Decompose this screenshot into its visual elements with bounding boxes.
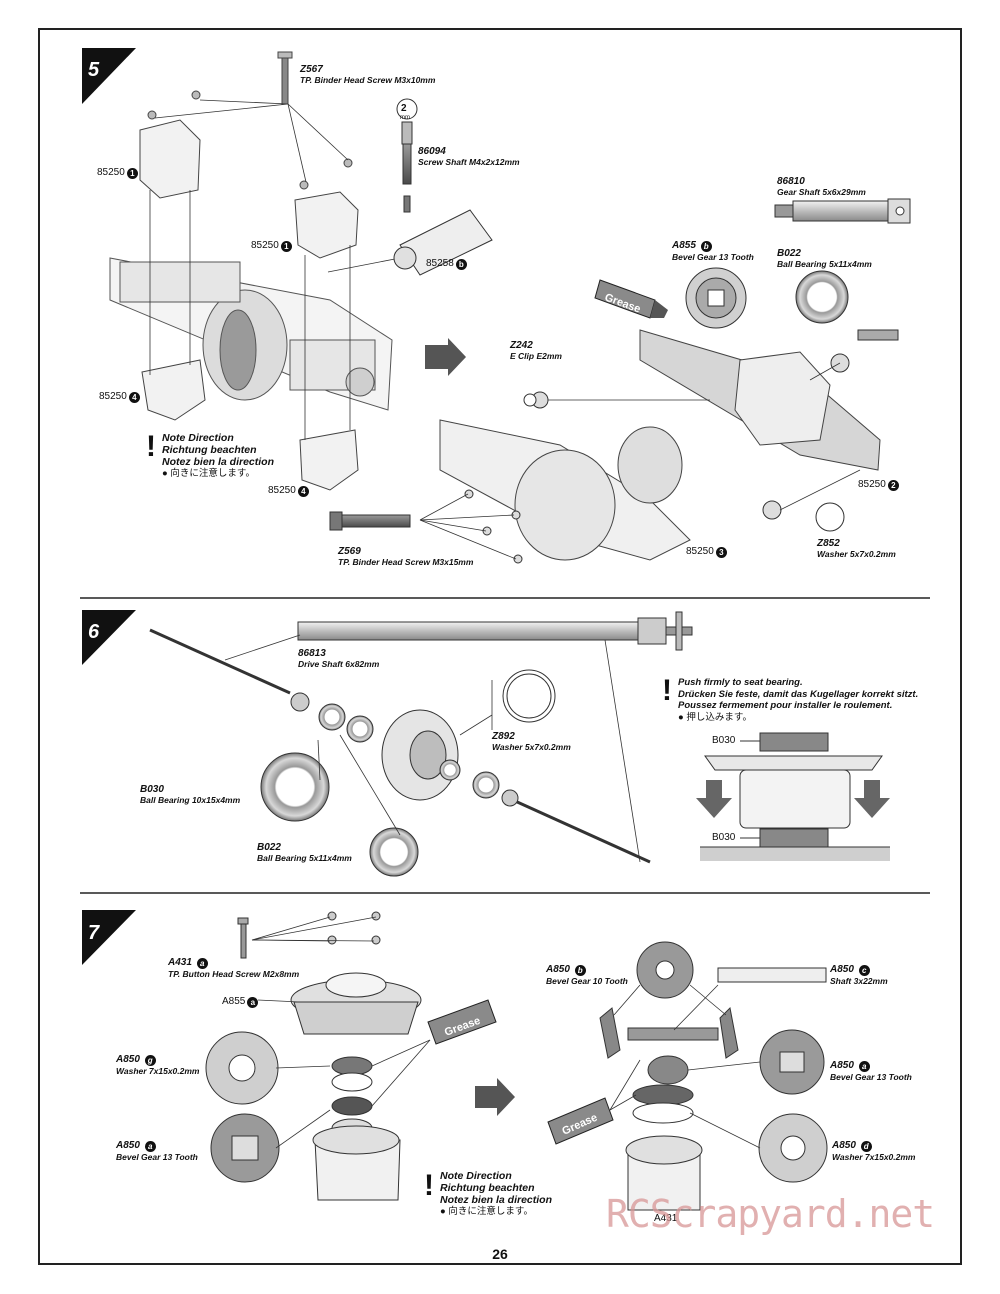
leader-lines-step7-left [251,916,431,1149]
leader-lines-step5-right [419,362,861,560]
step-6-number: 6 [88,621,100,643]
hex-tool-unit: mm [400,115,410,121]
diff-case-right [599,941,828,1211]
bearing-press-diagram [696,732,890,861]
manual-page [38,28,962,1265]
grease-tube-step5: Grease [594,279,668,319]
ref-b030-top: B030 [712,735,736,746]
leader-lines-step7-right [609,984,761,1149]
bevel-gear-a855 [685,267,747,329]
axle-housing-right [439,329,881,561]
note-push-bearing: Push firmly to seat bearing.Drücken Sie … [678,677,919,723]
page-number: 26 [492,1246,508,1262]
grease-tube-step7-left: Grease [427,999,497,1045]
step-6-badge: 6 [82,610,136,665]
grease-tube-step7-right: Grease [547,1097,614,1145]
mount-screws [147,51,353,190]
ref-a431: A431 [654,1213,678,1224]
diff-assembly-step6 [149,628,651,877]
step-7-number: 7 [88,922,100,944]
direction-arrow-step7 [475,1078,515,1116]
step-5-badge: 5 [82,48,136,104]
link-mounts-85250 [139,119,359,491]
diff-case-left [205,911,422,1201]
caution-icon-step7: ! [424,1169,434,1202]
small-parts-step5 [329,329,899,564]
caution-icon-step6: ! [662,674,672,707]
axle-housing-left [109,257,393,411]
direction-arrow-step5 [425,338,466,376]
bearing-b022 [795,270,849,324]
drive-shaft-86813 [297,611,693,651]
step-5-number: 5 [88,59,100,81]
gear-shaft-86810 [774,198,911,224]
watermark: RCScrapyard.net [606,1192,935,1236]
step-7-badge: 7 [82,910,136,965]
leader-lines-step5-left [149,99,401,440]
caution-icon-step5: ! [146,430,156,463]
ref-b030-bottom: B030 [712,832,736,843]
screw-shaft-86094 [393,98,493,276]
hex-tool-size: 2 [401,103,407,114]
leader-lines-step6 [224,634,641,863]
